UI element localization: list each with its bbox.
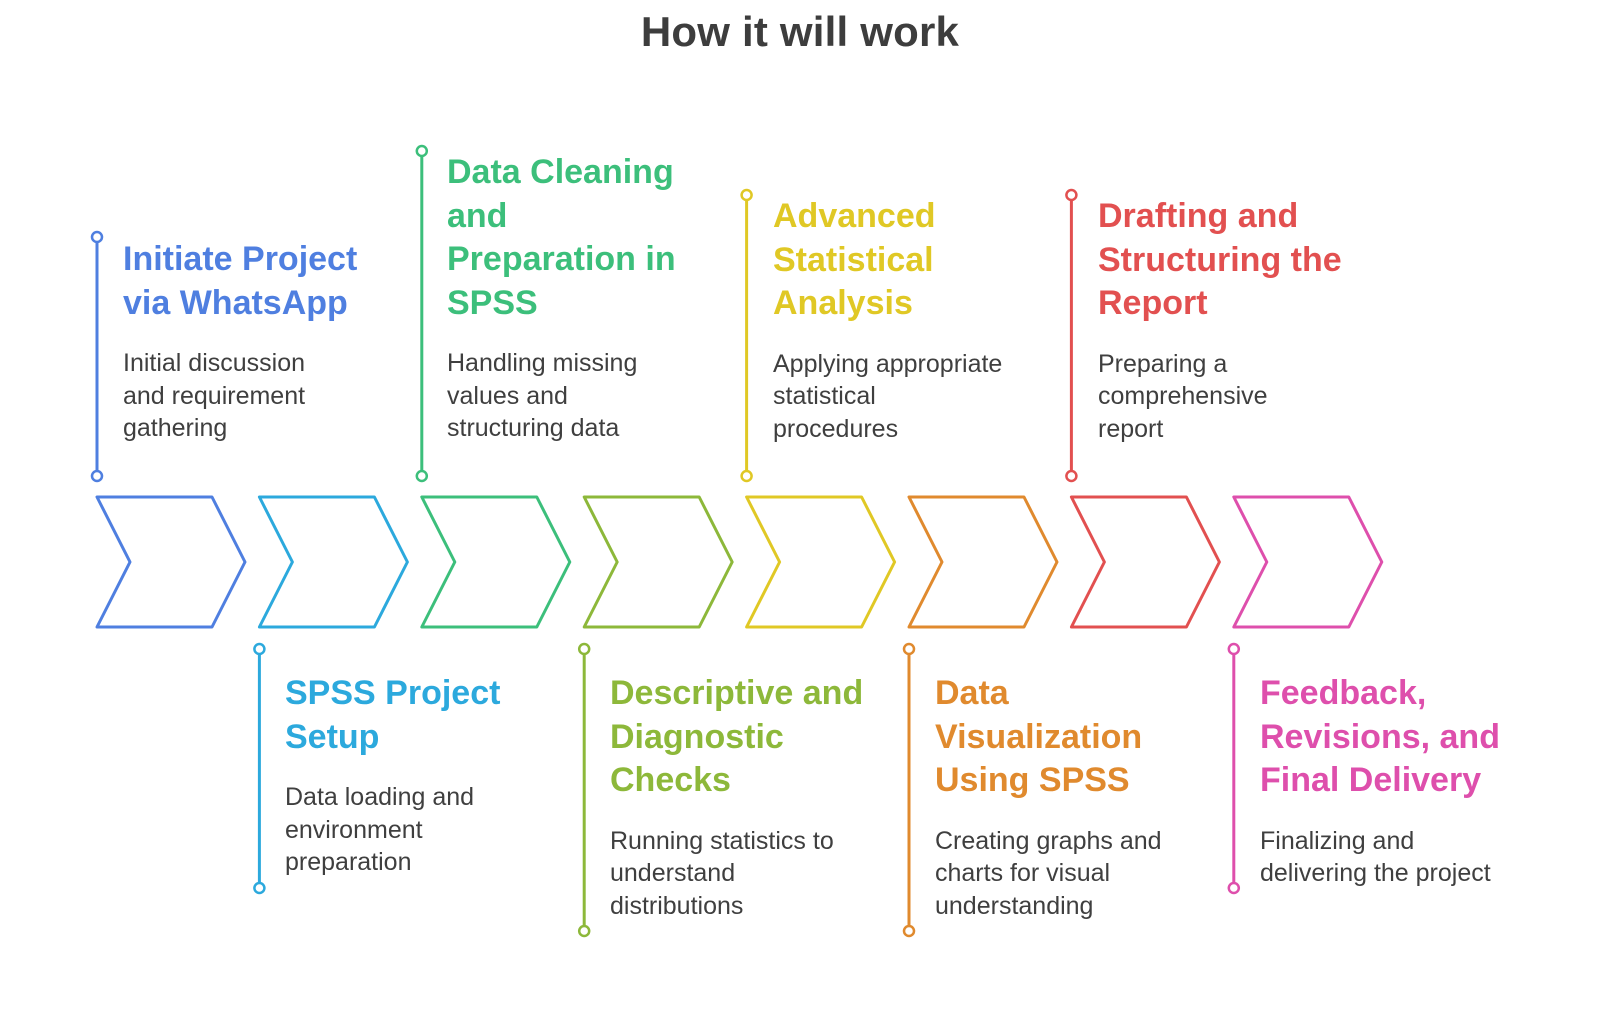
page-title: How it will work bbox=[640, 8, 960, 55]
step-description: Handling missing values and structuring … bbox=[447, 349, 638, 442]
step-3: Data Cleaning and Preparation in SPSS Han… bbox=[447, 151, 676, 445]
step-title: SPSS Project Setup bbox=[285, 674, 501, 756]
connector-6 bbox=[902, 642, 916, 938]
step-title: Descriptive and Diagnostic Checks bbox=[610, 674, 864, 799]
chevron-2 bbox=[257, 495, 409, 629]
chevron-5 bbox=[745, 495, 897, 629]
chevron-1 bbox=[95, 495, 247, 629]
step-6: Data Visualization Using SPSS Creating gr… bbox=[935, 672, 1162, 922]
step-title: Initiate Project via WhatsApp bbox=[123, 240, 358, 322]
step-description: Applying appropriate statistical procedu… bbox=[773, 349, 1003, 443]
connector-1 bbox=[90, 230, 104, 483]
step-title: Data Visualization Using SPSS bbox=[935, 674, 1143, 799]
connector-4 bbox=[577, 642, 591, 938]
chevron-3 bbox=[420, 495, 572, 629]
connector-3 bbox=[415, 144, 429, 483]
connector-8 bbox=[1227, 642, 1241, 895]
step-description: Running statistics to understand distrib… bbox=[610, 826, 834, 920]
step-description: Preparing a comprehensive report bbox=[1098, 349, 1268, 443]
step-title: Feedback, Revisions, and Final Delivery bbox=[1260, 674, 1500, 799]
connector-5 bbox=[740, 188, 753, 483]
chevron-8 bbox=[1232, 495, 1384, 629]
connector-7 bbox=[1065, 188, 1078, 483]
step-description: Creating graphs and charts for visual un… bbox=[935, 826, 1162, 920]
connector-2 bbox=[253, 642, 266, 895]
step-description: Data loading and environment preparation bbox=[285, 783, 475, 876]
step-description: Initial discussion and requirement gathe… bbox=[123, 349, 306, 442]
chevron-6 bbox=[907, 495, 1059, 629]
step-title: Drafting and Structuring the Report bbox=[1098, 197, 1342, 322]
step-title: Data Cleaning and Preparation in SPSS bbox=[447, 153, 676, 322]
chevron-4 bbox=[582, 495, 734, 629]
chevron-7 bbox=[1069, 495, 1221, 629]
step-title: Advanced Statistical Analysis bbox=[773, 197, 936, 322]
step-description: Finalizing and delivering the project bbox=[1260, 826, 1491, 888]
